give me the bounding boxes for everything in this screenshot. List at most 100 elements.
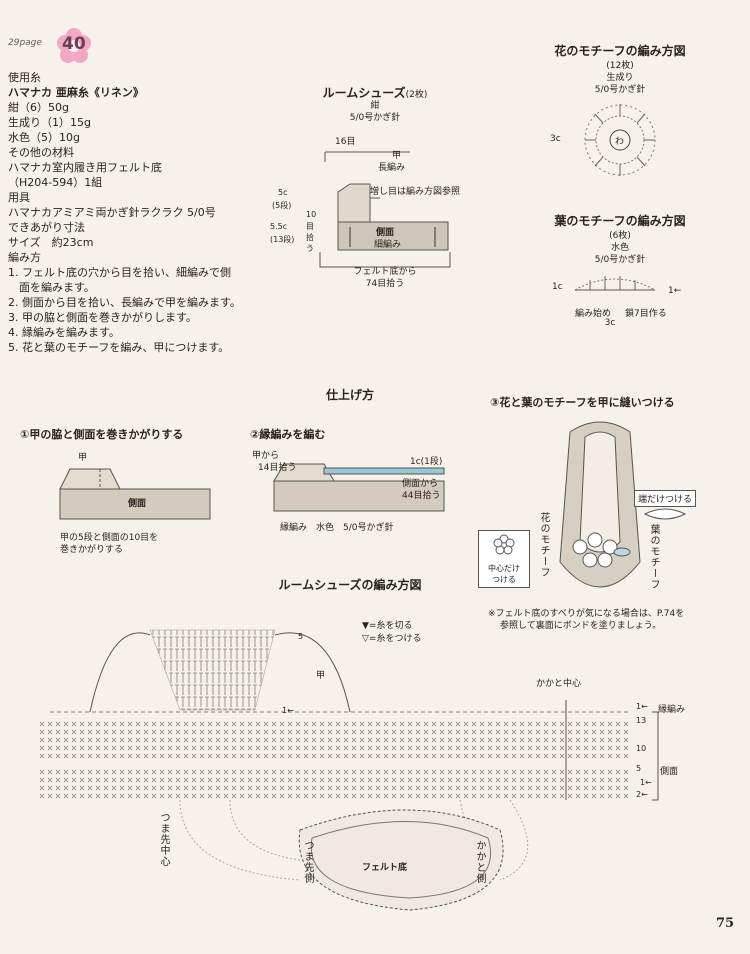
leaf-motif-title: 葉のモチーフの編み方図 (554, 214, 686, 228)
heel-side: かかと側 (474, 840, 485, 884)
step3-title: ③花と葉のモチーフを甲に縫いつける (490, 396, 675, 409)
finishing-step-3: ③花と葉のモチーフを甲に縫いつける 端だけつける 花のモチーフ 葉のモチーフ 中… (470, 394, 740, 634)
step-5: 5. 花と葉のモチーフを編み、甲につけます。 (8, 341, 230, 354)
flower-count: (12枚) (606, 61, 634, 71)
felt-note-a: ※フェルト底のすべりが気になる場合は、P.74を (488, 609, 685, 619)
pick-10: 10 (306, 210, 317, 219)
step2-pick14: 14目拾う (258, 463, 297, 473)
step1-note-b: 巻きかがりする (60, 545, 124, 555)
room-shoes-count: (2枚) (405, 90, 428, 100)
size: サイズ 約23cm (8, 236, 94, 249)
leaf-chain: 鎖7目作る (625, 309, 667, 319)
crochet-chart-diagram (40, 629, 659, 911)
page-badge: 29page 40 (4, 28, 94, 64)
flower-motif-section: 花のモチーフの編み方図 (12枚) 生成り 5/0号かぎ針 3c わ (520, 42, 720, 192)
felt-code: （H204-594）1組 (8, 176, 103, 189)
chart-title: ルームシューズの編み方図 (278, 578, 422, 592)
leaf-dim-3c: 3c (604, 318, 616, 328)
step-4: 4. 縁編みを編みます。 (8, 326, 120, 339)
color-3: 水色（5）10g (8, 131, 80, 144)
rows-5: (5段) (272, 201, 292, 210)
dim-5-5c: 5.5c (270, 222, 288, 231)
color-1: 紺（6）50g (8, 101, 69, 114)
shoe-side-diagram (319, 151, 451, 268)
felt-sole: ハマナカ室内履き用フェルト底 (8, 161, 162, 174)
room-shoes-hook: 5/0号かぎ針 (349, 113, 401, 123)
step2-rows: 1c(1段) (410, 457, 443, 467)
instep-row-5: 5 (298, 632, 304, 641)
cut-yarn-icon: ▼ (362, 621, 369, 631)
color-2: 生成り（1）15g (8, 116, 91, 129)
materials-block: 使用糸 ハマナカ 亜麻糸《リネン》 紺（6）50g 生成り（1）15g 水色（5… (8, 70, 241, 355)
pick-hiro: 拾 (306, 233, 314, 242)
flower-icon (493, 534, 515, 555)
side-label: 側面 (376, 228, 395, 238)
slipper-top-diagram (559, 421, 641, 588)
pick-74: 74目拾う (365, 279, 405, 289)
flower-hook: 5/0号かぎ針 (594, 85, 646, 95)
flower-dim: 3c (550, 134, 561, 144)
step-1: 1. フェルト底の穴から目を拾い、細編みで側 (8, 266, 231, 279)
center-only-a: 中心だけ (488, 564, 520, 573)
toe-center: つま先中心 (158, 812, 169, 867)
step1-title: ①甲の脇と側面を巻きかがりする (20, 428, 184, 441)
leaf-motif-section: 葉のモチーフの編み方図 (6枚) 水色 5/0号かぎ針 1c 1← 編み始め 鎖… (520, 212, 720, 332)
pick-me: 目 (306, 222, 314, 231)
step-3: 3. 甲の脇と側面を巻きかがりします。 (8, 311, 197, 324)
chart-legend: ▼=糸を切る ▽=糸をつける (362, 618, 421, 644)
row-label-1: 1← (640, 778, 652, 787)
leaf-color: 水色 (610, 243, 629, 253)
felt-from: フェルト底から (353, 267, 417, 277)
leaf-start: 編み始め (575, 309, 612, 319)
join-yarn-icon: ▽ (362, 634, 369, 644)
flower-motif-title: 花のモチーフの編み方図 (554, 44, 686, 58)
felt-sole-label: フェルト底 (362, 863, 408, 873)
center-only-b: つける (492, 575, 516, 584)
flower-label: 花のモチーフ (538, 512, 549, 578)
step1-instep: 甲 (78, 453, 88, 463)
finishing-step-2: ②縁編みを編む 甲から 14目拾う 1c(1段) 側面から 44目拾う 縁編み … (250, 426, 470, 546)
step2-from-instep: 甲から (252, 451, 280, 461)
legend-join: =糸をつける (368, 634, 422, 644)
page-badge-number: 40 (62, 34, 86, 54)
row-label-2: 2← (636, 790, 648, 799)
leaf-label: 葉のモチーフ (648, 524, 659, 590)
attach-tip: 端だけつける (634, 490, 697, 507)
long-stitch-label: 長編み (378, 163, 406, 173)
hook: ハマナカアミアミ両かぎ針ラクラク 5/0号 (8, 206, 216, 219)
step1-diagram (59, 468, 211, 520)
pick-u: う (306, 244, 314, 253)
row-label-5: 5 (636, 764, 642, 773)
step2-edge: 縁編み 水色 5/0号かぎ針 (280, 523, 394, 533)
rows-13: (13段) (270, 235, 295, 244)
edge-label: 縁編み (658, 705, 686, 715)
step2-pick44: 44目拾う (402, 491, 441, 501)
instep-label: 甲 (392, 151, 402, 161)
room-shoes-color: 紺 (370, 101, 380, 111)
stitches-16: 16目 (335, 137, 356, 147)
felt-note-b: 参照して裏面にボンドを塗りましょう。 (500, 621, 662, 631)
row-label-e1: 1← (636, 702, 648, 711)
step2-diagram (273, 463, 445, 512)
leaf-hook: 5/0号かぎ針 (594, 255, 646, 265)
step-1b: 面を編みます。 (8, 281, 95, 294)
page-ref: 29page (8, 38, 42, 48)
sc-label: 細編み (374, 240, 402, 250)
leaf-dim-1c: 1c (552, 282, 563, 292)
side-label-chart: 側面 (660, 767, 679, 777)
finishing-title: 仕上げ方 (325, 388, 374, 402)
row-label-10: 10 (636, 744, 647, 753)
tools-heading: 用具 (8, 191, 30, 204)
row-label-13: 13 (636, 716, 647, 725)
room-shoes-overview: ルームシューズ(2枚) 紺 5/0号かぎ針 16目 甲 長編み 増し目は編み方図… (260, 82, 490, 292)
toe-side: つま先側 (302, 840, 313, 884)
yarn-heading: 使用糸 (8, 71, 41, 84)
flower-badge-icon (57, 28, 91, 63)
yarn-name: ハマナカ 亜麻糸《リネン》 (8, 86, 144, 99)
instep-label-chart: 甲 (316, 671, 326, 681)
leaf-row-1: 1← (668, 286, 682, 296)
page-number: 75 (716, 916, 735, 931)
dim-5c: 5c (278, 188, 288, 197)
method-heading: 編み方 (8, 251, 41, 264)
step1-note-a: 甲の5段と側面の10目を (60, 533, 159, 543)
